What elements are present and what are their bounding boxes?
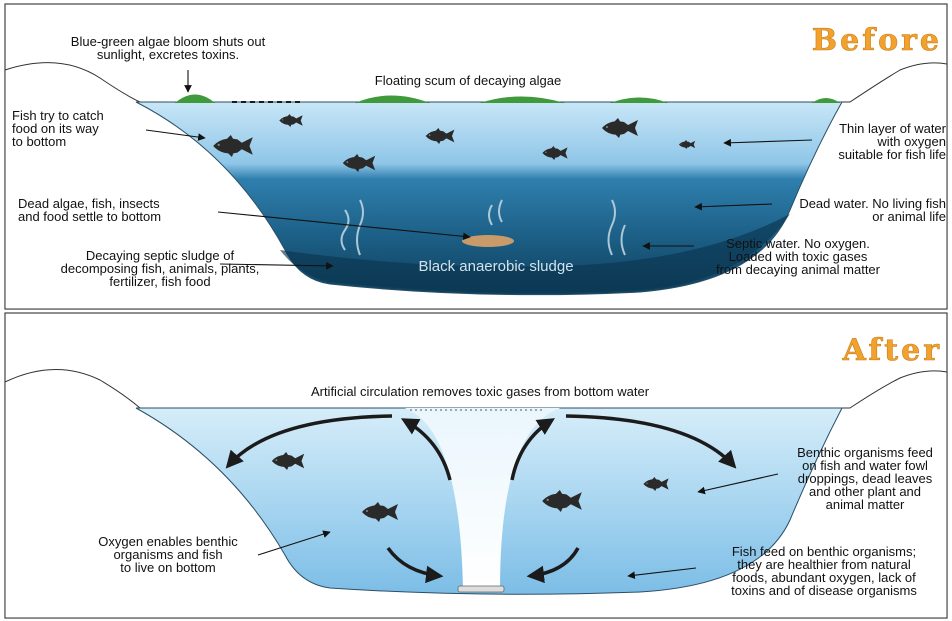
before-label-floating-scum: Floating scum of decaying algae (375, 73, 561, 88)
after-heading: After (842, 333, 942, 368)
label-line: animal matter (826, 497, 905, 512)
label-line: sunlight, excretes toxins. (97, 47, 239, 62)
label-line: Floating scum of decaying algae (375, 73, 561, 88)
before-label-black-sludge: Black anaerobic sludge (418, 258, 573, 275)
before-label-septic-water: Septic water. No oxygen.Loaded with toxi… (716, 236, 881, 277)
label-line: toxins and of disease organisms (731, 583, 917, 598)
label-line: Black anaerobic sludge (418, 258, 573, 275)
label-line: Artificial circulation removes toxic gas… (311, 384, 650, 399)
label-line: to live on bottom (120, 560, 215, 575)
before-heading: Before (812, 23, 942, 58)
diffuser-icon (458, 586, 504, 592)
after-label-circulation: Artificial circulation removes toxic gas… (311, 384, 650, 399)
label-line: or animal life (872, 209, 946, 224)
label-line: from decaying animal matter (716, 262, 881, 277)
after-label-fish-feed: Fish feed on benthic organisms;they are … (731, 544, 917, 598)
label-line: fertilizer, fish food (109, 274, 210, 289)
label-line: and food settle to bottom (18, 209, 161, 224)
label-line: suitable for fish life (838, 147, 946, 162)
label-line: to bottom (12, 134, 66, 149)
